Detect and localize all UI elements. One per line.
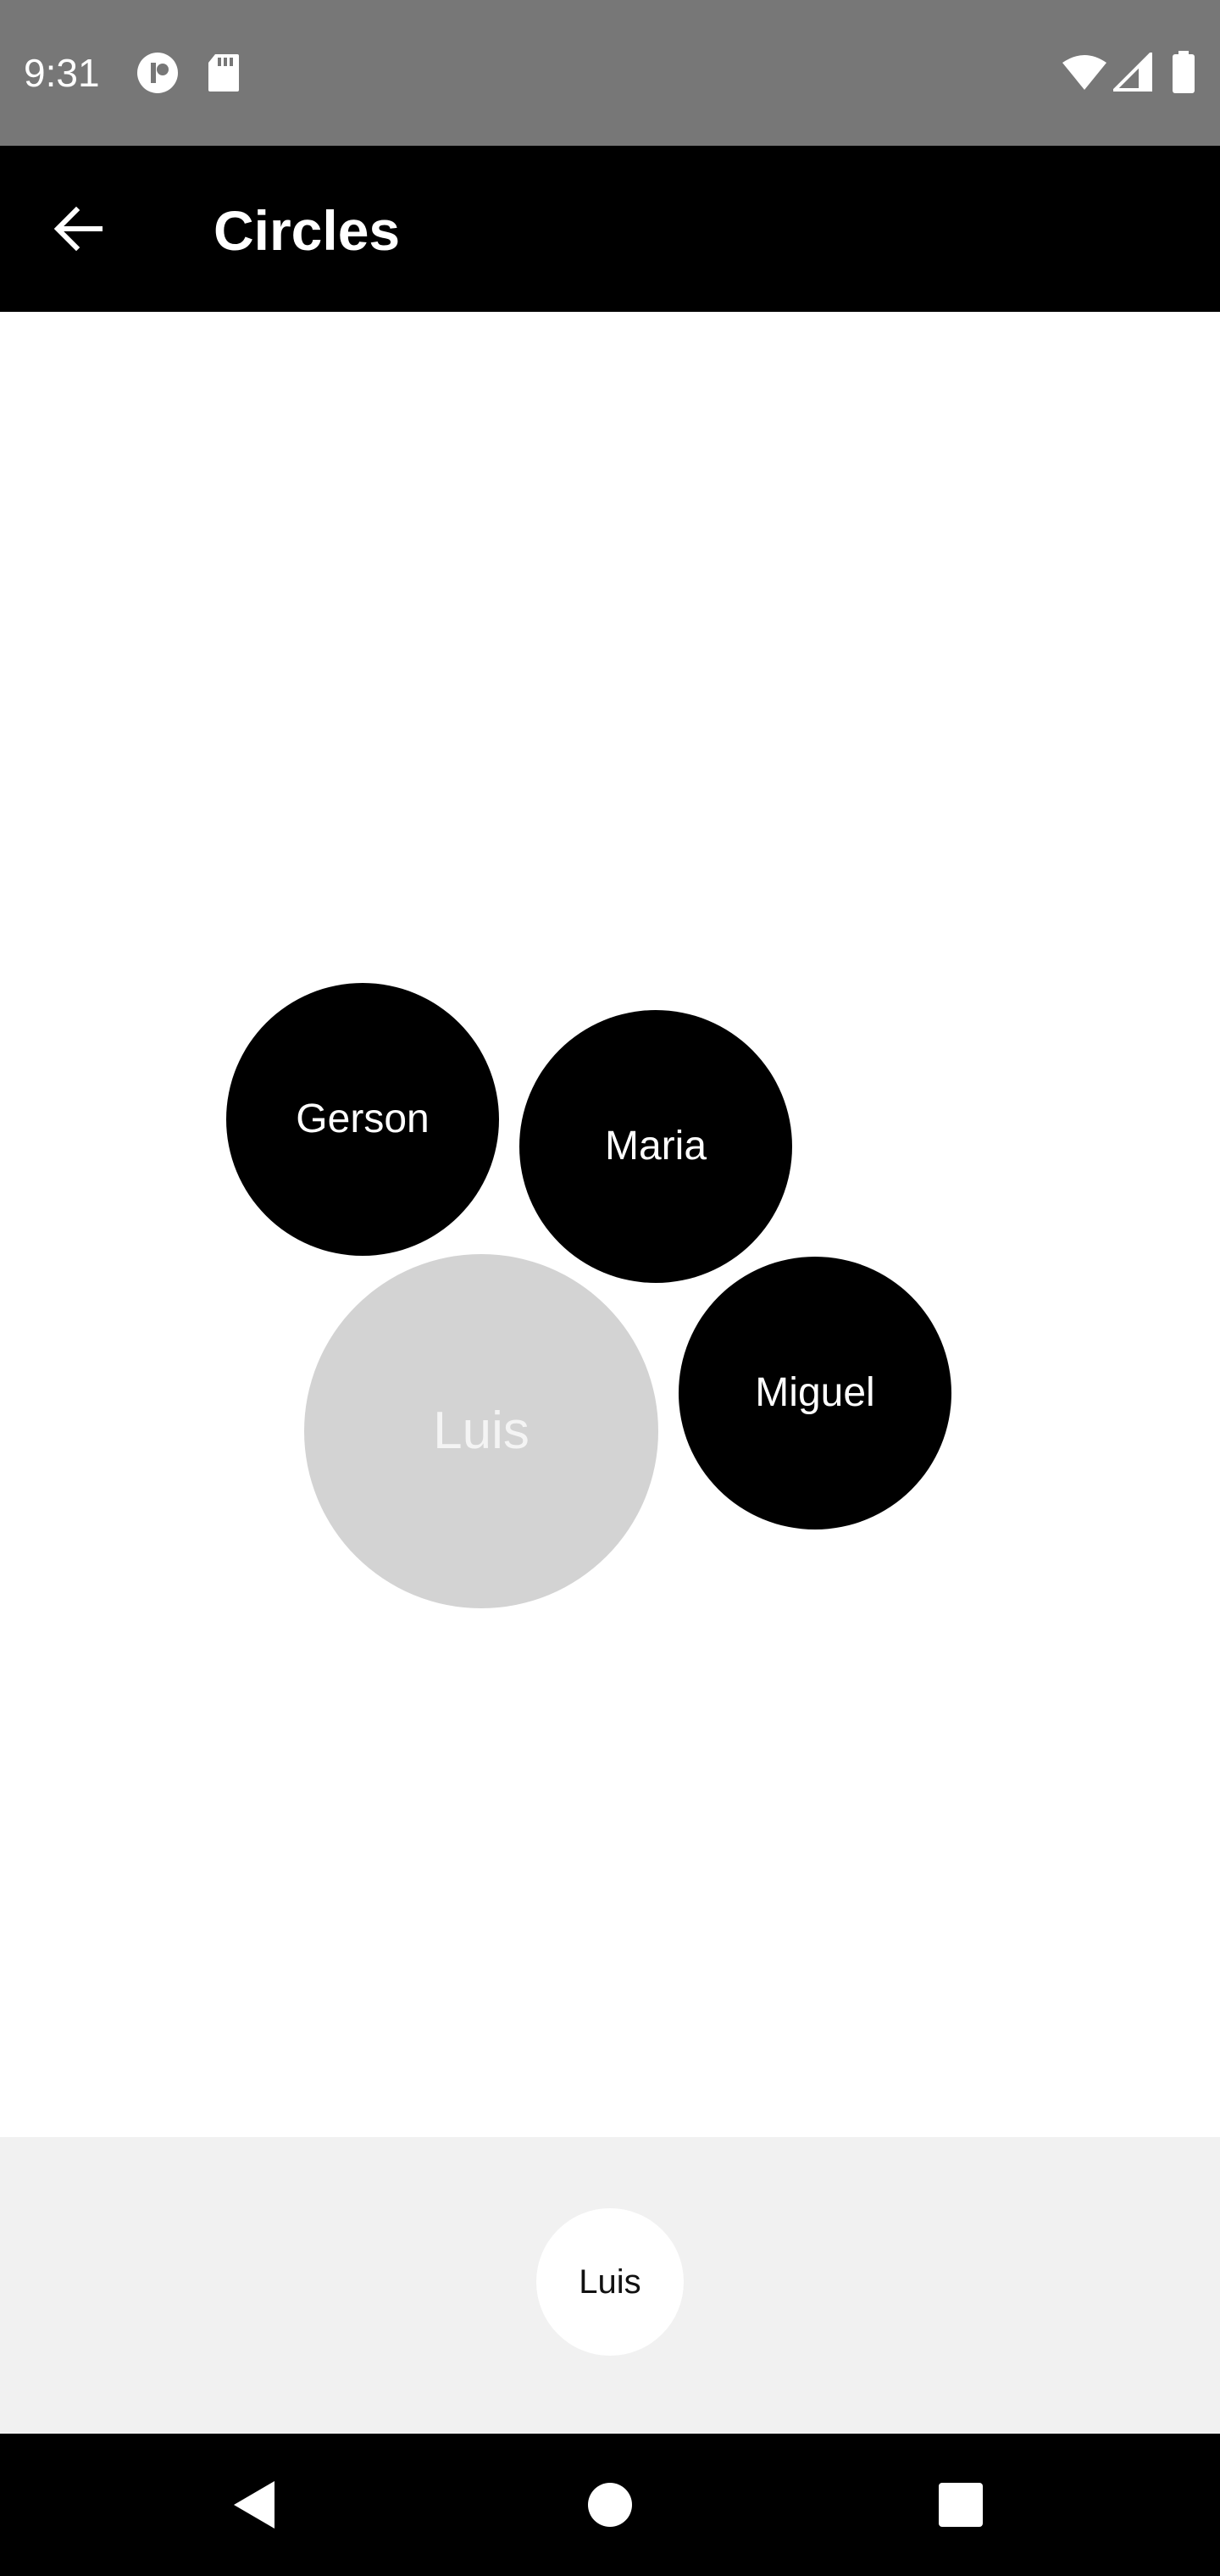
status-bar: 9:31 <box>0 0 1220 146</box>
selected-chip-label: Luis <box>579 2263 641 2301</box>
status-time: 9:31 <box>24 51 100 95</box>
page-title: Circles <box>214 199 401 262</box>
data-saver-icon <box>136 51 180 99</box>
recents-square-icon <box>939 2483 983 2527</box>
nav-recents-button[interactable] <box>918 2462 1003 2547</box>
app-bar: Circles <box>0 146 1220 312</box>
sd-card-icon <box>207 53 241 97</box>
circle-luis[interactable]: Luis <box>304 1254 658 1608</box>
nav-home-button[interactable] <box>568 2462 652 2547</box>
back-button[interactable] <box>34 188 122 269</box>
circle-gerson[interactable]: Gerson <box>226 983 499 1256</box>
selection-tray: Luis <box>0 2137 1220 2434</box>
back-triangle-icon <box>234 2481 274 2529</box>
circle-label: Miguel <box>755 1370 875 1415</box>
circle-maria[interactable]: Maria <box>519 1010 792 1283</box>
signal-icon <box>1111 50 1152 96</box>
circle-label: Gerson <box>296 1096 430 1141</box>
selected-chip[interactable]: Luis <box>536 2208 684 2356</box>
home-circle-icon <box>588 2483 632 2527</box>
battery-icon <box>1171 51 1196 97</box>
wifi-icon <box>1061 54 1108 96</box>
nav-back-button[interactable] <box>212 2462 297 2547</box>
circle-label: Luis <box>433 1402 530 1460</box>
arrow-back-icon <box>53 206 103 252</box>
circle-label: Maria <box>604 1124 707 1169</box>
navigation-bar <box>0 2434 1220 2576</box>
circle-miguel[interactable]: Miguel <box>679 1257 951 1530</box>
